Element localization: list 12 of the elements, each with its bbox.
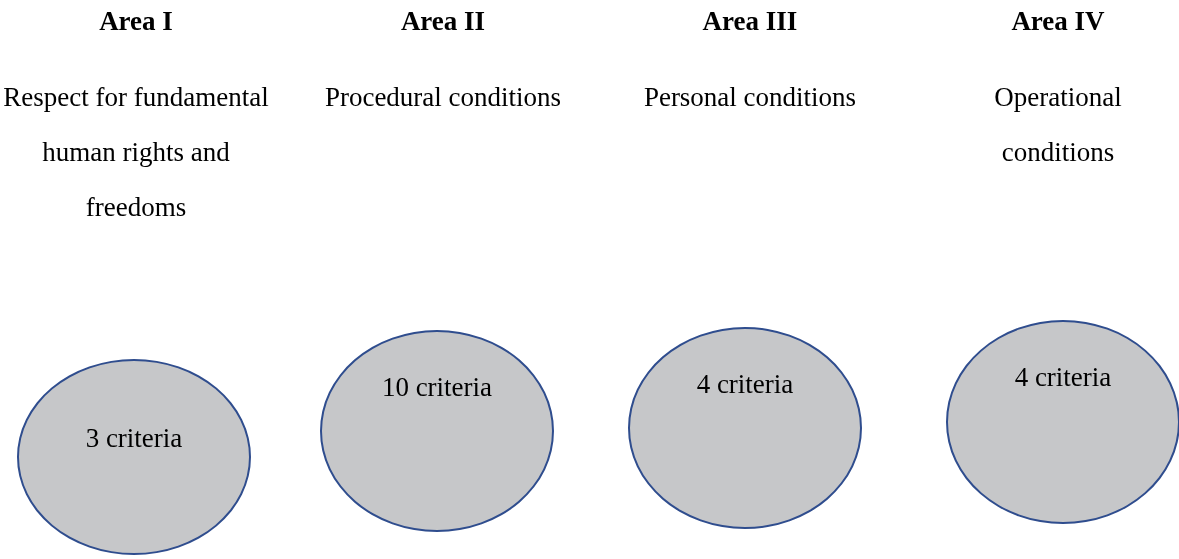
area-description: Procedural conditions: [323, 81, 563, 114]
area-heading: Area IV: [1010, 6, 1106, 36]
area-heading: Area I: [98, 6, 174, 36]
criteria-count: 4 criteria: [696, 369, 794, 399]
area-description: Personal conditions: [642, 81, 858, 114]
criteria-count: 10 criteria: [381, 372, 493, 402]
criteria-count: 3 criteria: [85, 423, 183, 453]
area-heading: Area III: [701, 6, 799, 36]
area-description: Respect for fundamental human rights and freedoms: [2, 81, 270, 224]
area-description: Operational conditions: [993, 81, 1123, 169]
criteria-count: 4 criteria: [1014, 362, 1112, 392]
area-heading: Area II: [399, 6, 487, 36]
